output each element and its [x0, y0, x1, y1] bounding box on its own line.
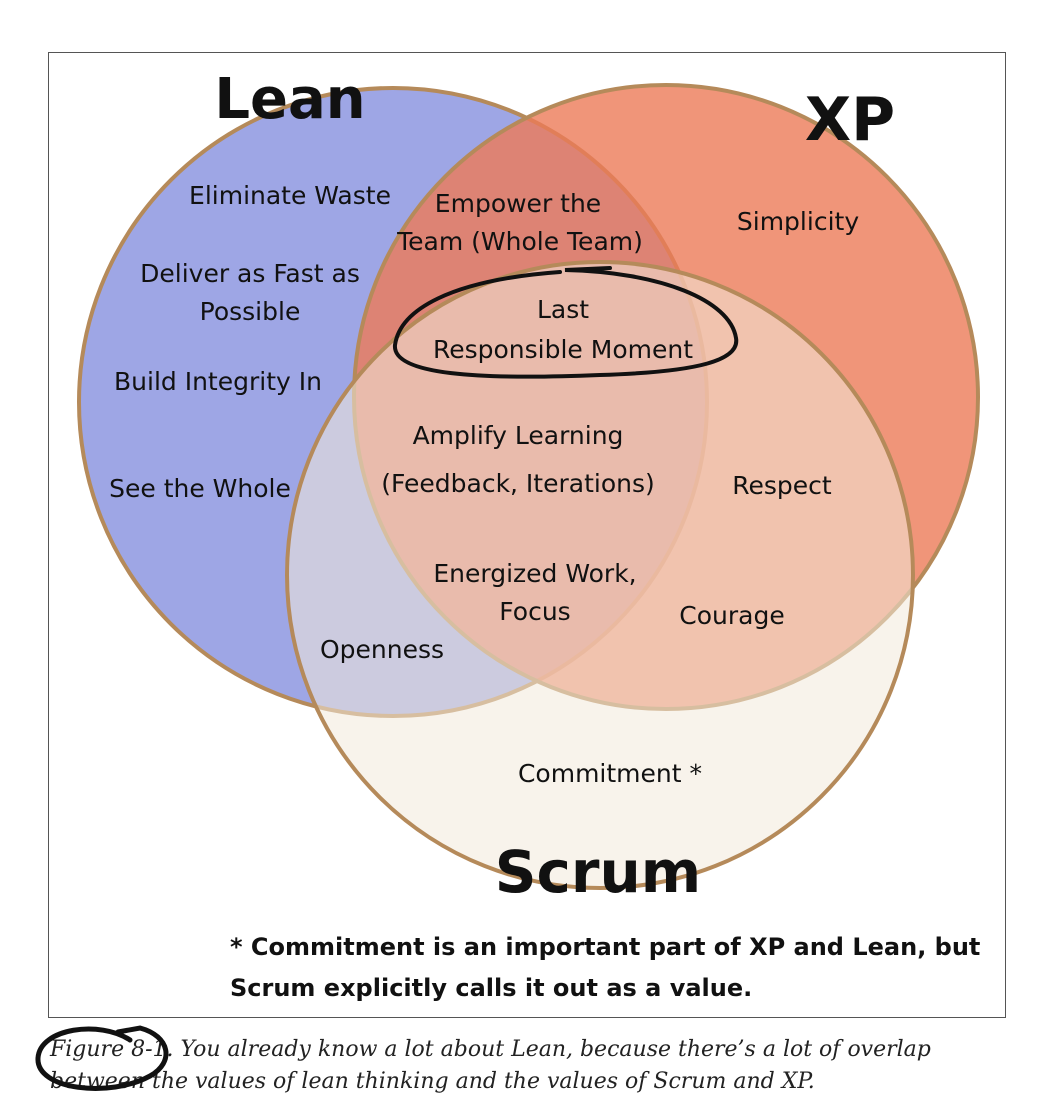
label-eliminate-waste: Eliminate Waste	[189, 181, 391, 210]
footnote-line-1: * Commitment is an important part of XP …	[230, 933, 980, 961]
label-feedback-iterations: (Feedback, Iterations)	[381, 469, 655, 498]
scrum-title: Scrum	[495, 838, 701, 906]
lean-title: Lean	[214, 67, 365, 132]
caption-text: You already know a lot about Lean, becau…	[50, 1037, 931, 1094]
venn-diagram: Lean XP Scrum Eliminate Waste Deliver as…	[77, 67, 980, 1002]
label-possible: Possible	[200, 297, 301, 326]
xp-title: XP	[805, 85, 895, 155]
label-whole-team: Team (Whole Team)	[396, 227, 643, 256]
label-openness: Openness	[320, 635, 444, 664]
label-respect: Respect	[732, 471, 832, 500]
label-deliver-fast: Deliver as Fast as	[140, 259, 360, 288]
label-courage: Courage	[679, 601, 784, 630]
label-simplicity: Simplicity	[737, 207, 859, 236]
label-amplify-learning: Amplify Learning	[413, 421, 624, 450]
label-energized-work: Energized Work,	[433, 559, 636, 588]
label-responsible-moment: Responsible Moment	[433, 335, 693, 364]
figure-caption: Figure 8-1. You already know a lot about…	[50, 1034, 1010, 1098]
figure-number-circle-mark	[35, 1025, 169, 1091]
last-responsible-moment-highlight	[393, 266, 739, 379]
label-commitment: Commitment *	[518, 759, 702, 788]
figure-number: Figure 8-1.	[50, 1037, 174, 1062]
label-see-whole: See the Whole	[109, 474, 291, 503]
footnote-line-2: Scrum explicitly calls it out as a value…	[230, 974, 752, 1002]
scrum-circle	[285, 260, 915, 890]
label-build-integrity: Build Integrity In	[114, 367, 322, 396]
label-focus: Focus	[499, 597, 570, 626]
label-last: Last	[537, 295, 589, 324]
label-empower-team: Empower the	[435, 189, 601, 218]
